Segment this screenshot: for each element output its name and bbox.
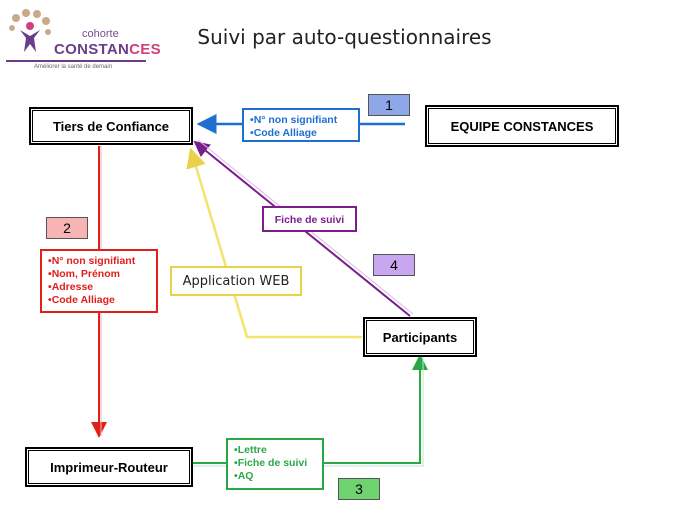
logo-divider (6, 60, 146, 62)
logo-brand: CONSTANCES (54, 41, 161, 58)
yellow-label-box: Application WEB (170, 266, 302, 296)
blue-info-box: N° non signifiant Code Alliage (242, 108, 360, 142)
node-participants: Participants (364, 318, 476, 356)
list-item: Adresse (48, 281, 150, 294)
logo-figure-icon (9, 9, 51, 52)
node-equipe-constances: EQUIPE CONSTANCES (426, 106, 618, 146)
logo: cohorte CONSTANCES Améliorer la santé de… (6, 8, 161, 72)
list-item: N° non signifiant (48, 255, 150, 268)
list-item: Nom, Prénom (48, 268, 150, 281)
purple-label-box: Fiche de suivi (262, 206, 357, 232)
logo-name: cohorte (82, 28, 119, 40)
list-item: Code Alliage (48, 294, 150, 307)
logo-tagline: Améliorer la santé de demain (34, 64, 113, 70)
node-tiers-de-confiance: Tiers de Confiance (30, 108, 192, 144)
step-badge-3: 3 (338, 478, 380, 500)
list-item: Fiche de suivi (234, 457, 316, 470)
yellow-flow-arrow (186, 147, 362, 339)
step-badge-1: 1 (368, 94, 410, 116)
logo-brand-accent: CES (129, 41, 161, 58)
node-imprimeur-routeur: Imprimeur-Routeur (26, 448, 192, 486)
list-item: N° non signifiant (250, 114, 352, 127)
page-title: Suivi par auto-questionnaires (197, 25, 492, 49)
step-badge-4: 4 (373, 254, 415, 276)
green-info-box: Lettre Fiche de suivi AQ (226, 438, 324, 490)
list-item: Code Alliage (250, 127, 352, 140)
list-item: AQ (234, 470, 316, 483)
logo-brand-main: CONSTAN (54, 41, 130, 58)
red-info-box: N° non signifiant Nom, Prénom Adresse Co… (40, 249, 158, 313)
list-item: Lettre (234, 444, 316, 457)
step-badge-2: 2 (46, 217, 88, 239)
